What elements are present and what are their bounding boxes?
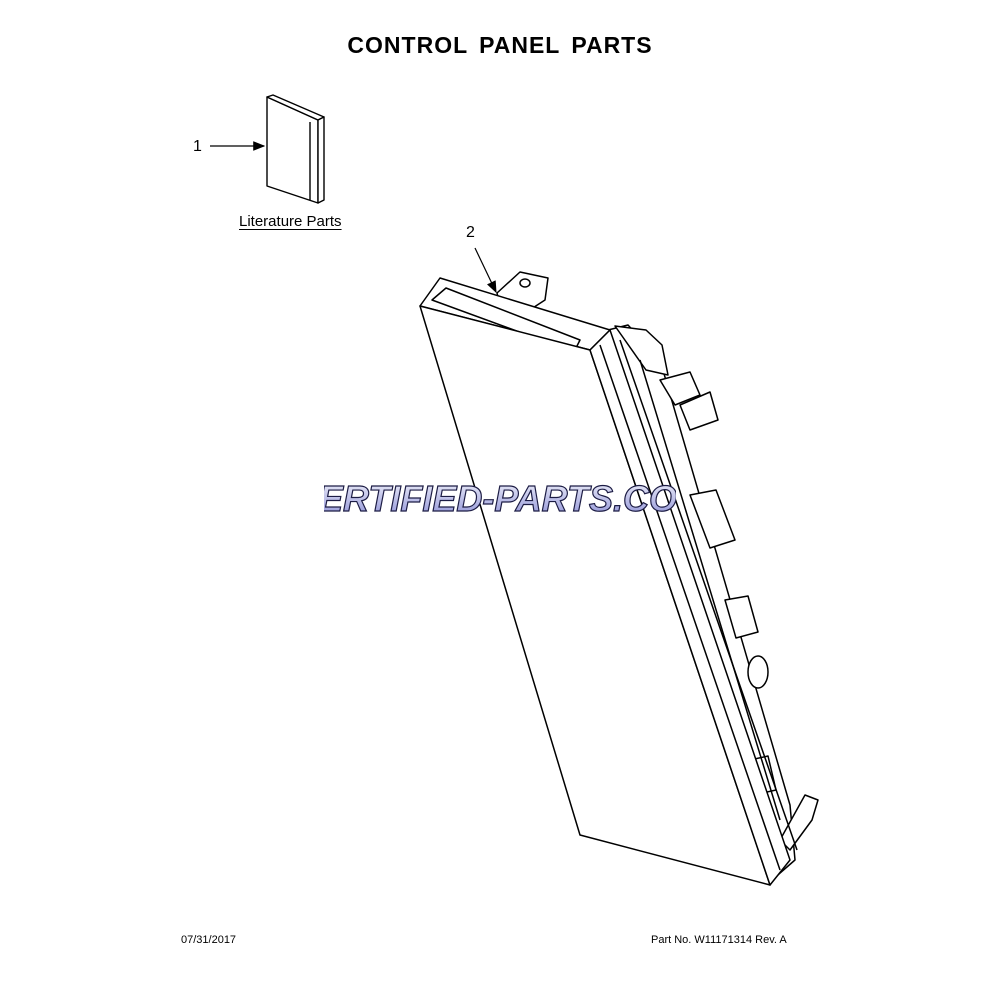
- control-panel-assembly-icon[interactable]: [419, 271, 819, 886]
- literature-booklet-icon[interactable]: [266, 94, 325, 204]
- watermark-text: CERTIFIED-PARTS.COM: [324, 481, 676, 517]
- revision-date: 07/31/2017: [181, 934, 237, 946]
- callout-leader-2: [474, 247, 497, 294]
- callout-number-1: 1: [193, 138, 202, 155]
- page-title: CONTROL PANEL PARTS: [347, 32, 653, 58]
- part-number: Part No. W11171314 Rev. A: [651, 934, 787, 946]
- callout-number-2: 2: [466, 224, 475, 241]
- literature-parts-label[interactable]: Literature Parts: [239, 213, 342, 230]
- watermark-icon: CERTIFIED-PARTS.COM: [324, 481, 676, 517]
- watermark-banner: CERTIFIED-PARTS.COM: [324, 481, 676, 517]
